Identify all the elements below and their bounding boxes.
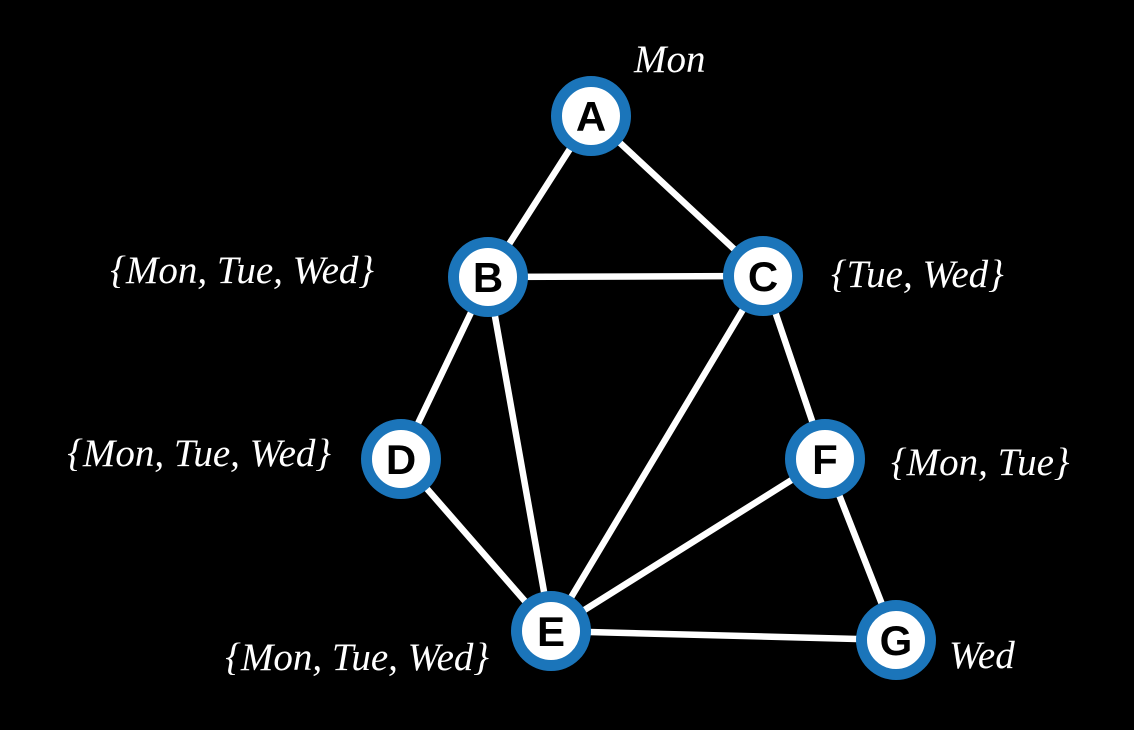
node-letter-G: G <box>880 617 913 664</box>
node-circle-B <box>448 237 528 317</box>
edge-C-E <box>547 272 767 635</box>
domain-label-A: Mon <box>633 38 706 81</box>
domain-label-G: Wed <box>949 634 1015 677</box>
node-letter-A: A <box>576 93 606 140</box>
node-circle-E <box>511 591 591 671</box>
node-letter-D: D <box>386 436 416 483</box>
node-circle-D <box>361 419 441 499</box>
node-C: C <box>723 236 803 316</box>
node-circle-G <box>856 600 936 680</box>
node-D: D <box>361 419 441 499</box>
node-G: G <box>856 600 936 680</box>
node-circle-F <box>785 419 865 499</box>
node-letter-B: B <box>473 254 503 301</box>
domain-label-E: {Mon, Tue, Wed} <box>225 636 489 679</box>
node-circle-C <box>723 236 803 316</box>
edge-B-C <box>484 272 767 281</box>
edge-B-E <box>484 273 555 635</box>
node-A: A <box>551 76 631 156</box>
node-F: F <box>785 419 865 499</box>
domain-label-D: {Mon, Tue, Wed} <box>67 432 331 475</box>
node-letter-F: F <box>812 436 838 483</box>
node-letter-C: C <box>748 253 778 300</box>
node-letter-E: E <box>537 608 565 655</box>
domain-label-C: {Tue, Wed} <box>831 253 1004 296</box>
node-B: B <box>448 237 528 317</box>
edge-E-G <box>547 627 900 644</box>
node-E: E <box>511 591 591 671</box>
node-circle-A <box>551 76 631 156</box>
edge-E-F <box>547 455 829 635</box>
domain-label-F: {Mon, Tue} <box>891 441 1070 484</box>
label-layer: Mon {Mon, Tue, Wed} {Tue, Wed} {Mon, Tue, W… <box>67 38 1070 679</box>
domain-label-B: {Mon, Tue, Wed} <box>110 249 374 292</box>
edge-layer <box>397 112 900 644</box>
node-layer: A B C D E F G <box>361 76 936 680</box>
